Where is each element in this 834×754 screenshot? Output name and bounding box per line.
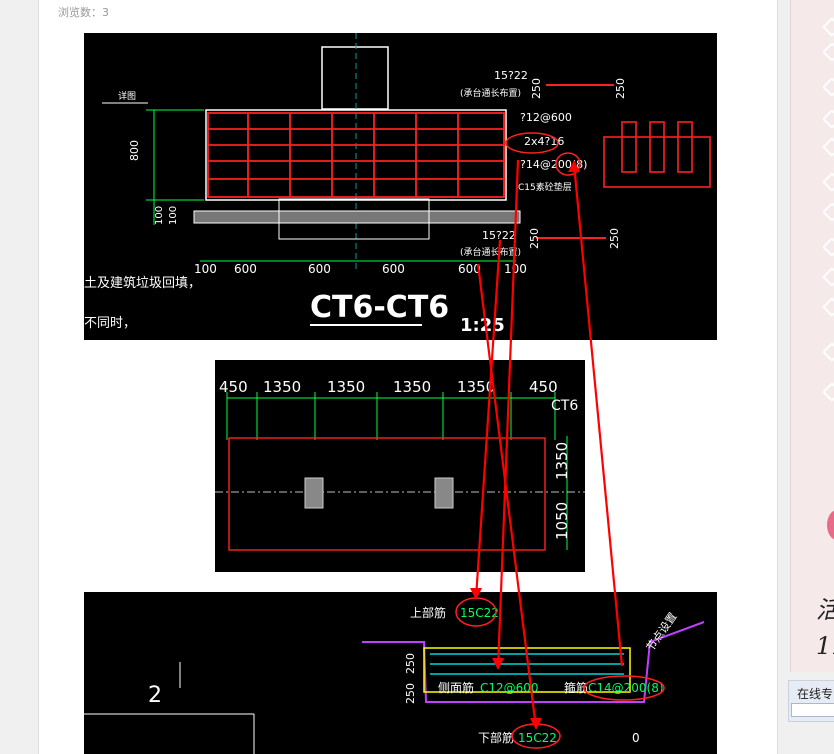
dim-250a: 250: [530, 78, 543, 99]
dim-800: 800: [128, 140, 141, 161]
side-rebar-value: C12@600: [480, 681, 539, 695]
detail-dim-0: 0: [632, 731, 640, 745]
decor-blob: [827, 510, 834, 540]
detail-number: 2: [148, 683, 162, 708]
dim-250b: 250: [614, 78, 627, 99]
left-text-2: 不同时，: [84, 316, 136, 331]
dim-bottom-5: 600: [458, 262, 481, 276]
plan-dim-v2: 1050: [553, 502, 571, 540]
left-text-1: 土及建筑垃圾回填，: [84, 275, 201, 291]
plan-tag: CT6: [551, 398, 578, 414]
cad-drawing-section: 800 100 100 详图 100 600 600 600 600 100 1…: [84, 33, 717, 340]
dim-bottom-6: 100: [504, 262, 527, 276]
view-count: 浏览数：3: [58, 6, 109, 19]
online-widget[interactable]: 在线专: [788, 680, 834, 722]
cad-plan-section: 450 1350 1350 1350 1350 450 CT6 1350 105…: [215, 360, 585, 572]
stirrup-value: C14@200(8): [588, 681, 664, 695]
dim-bottom-3: 600: [308, 262, 331, 276]
bottom-rebar-value: 15C22: [518, 731, 557, 745]
side-glyph-1: 活: [816, 590, 834, 625]
right-sidebar-panel: [790, 0, 834, 672]
dim-250d: 250: [608, 228, 621, 249]
side-rebar-label: 侧面筋: [438, 680, 474, 695]
plan-dim-v1: 1350: [553, 442, 571, 480]
dim-250c: 250: [528, 228, 541, 249]
plan-dim-1: 450: [219, 378, 248, 396]
plan-dim-6: 450: [529, 378, 558, 396]
dim-bottom-2: 600: [234, 262, 257, 276]
dim-bottom-1: 100: [194, 262, 217, 276]
plan-dim-5: 1350: [457, 378, 495, 396]
label-side-rebar: ?12@600: [520, 111, 572, 124]
plan-dim-4: 1350: [393, 378, 431, 396]
plan-dim-3: 1350: [327, 378, 365, 396]
label-top-note: (承台通长布置): [460, 87, 521, 99]
detail-dim-250a: 250: [404, 653, 417, 674]
label-bottom-rebar: 15?22: [482, 229, 516, 242]
dim-bottom-4: 600: [382, 262, 405, 276]
label-bottom-note: (承台通长布置): [460, 246, 521, 258]
plan-dim-2: 1350: [263, 378, 301, 396]
side-glyph-2: 11: [816, 632, 834, 660]
cad-detail-section: 2 上部筋 15C22 侧面筋 C12@600 箍筋 C14@200(8) 下部…: [84, 592, 717, 754]
top-rebar-value: 15C22: [460, 606, 499, 620]
stirrup-label: 箍筋: [564, 680, 588, 695]
label-top-rebar: 15?22: [494, 69, 528, 82]
bottom-rebar-label: 下部筋: [478, 730, 514, 745]
dim-100: 100: [154, 206, 165, 225]
marker-left: 详图: [118, 90, 136, 102]
online-input[interactable]: [791, 703, 834, 717]
dim-100b: 100: [168, 206, 179, 225]
label-c15: C15素砼垫层: [518, 181, 572, 193]
top-rebar-label: 上部筋: [410, 605, 446, 620]
online-label: 在线专: [797, 687, 834, 701]
detail-dim-250b: 250: [404, 683, 417, 704]
drawing-title: CT6-CT6: [310, 290, 449, 325]
